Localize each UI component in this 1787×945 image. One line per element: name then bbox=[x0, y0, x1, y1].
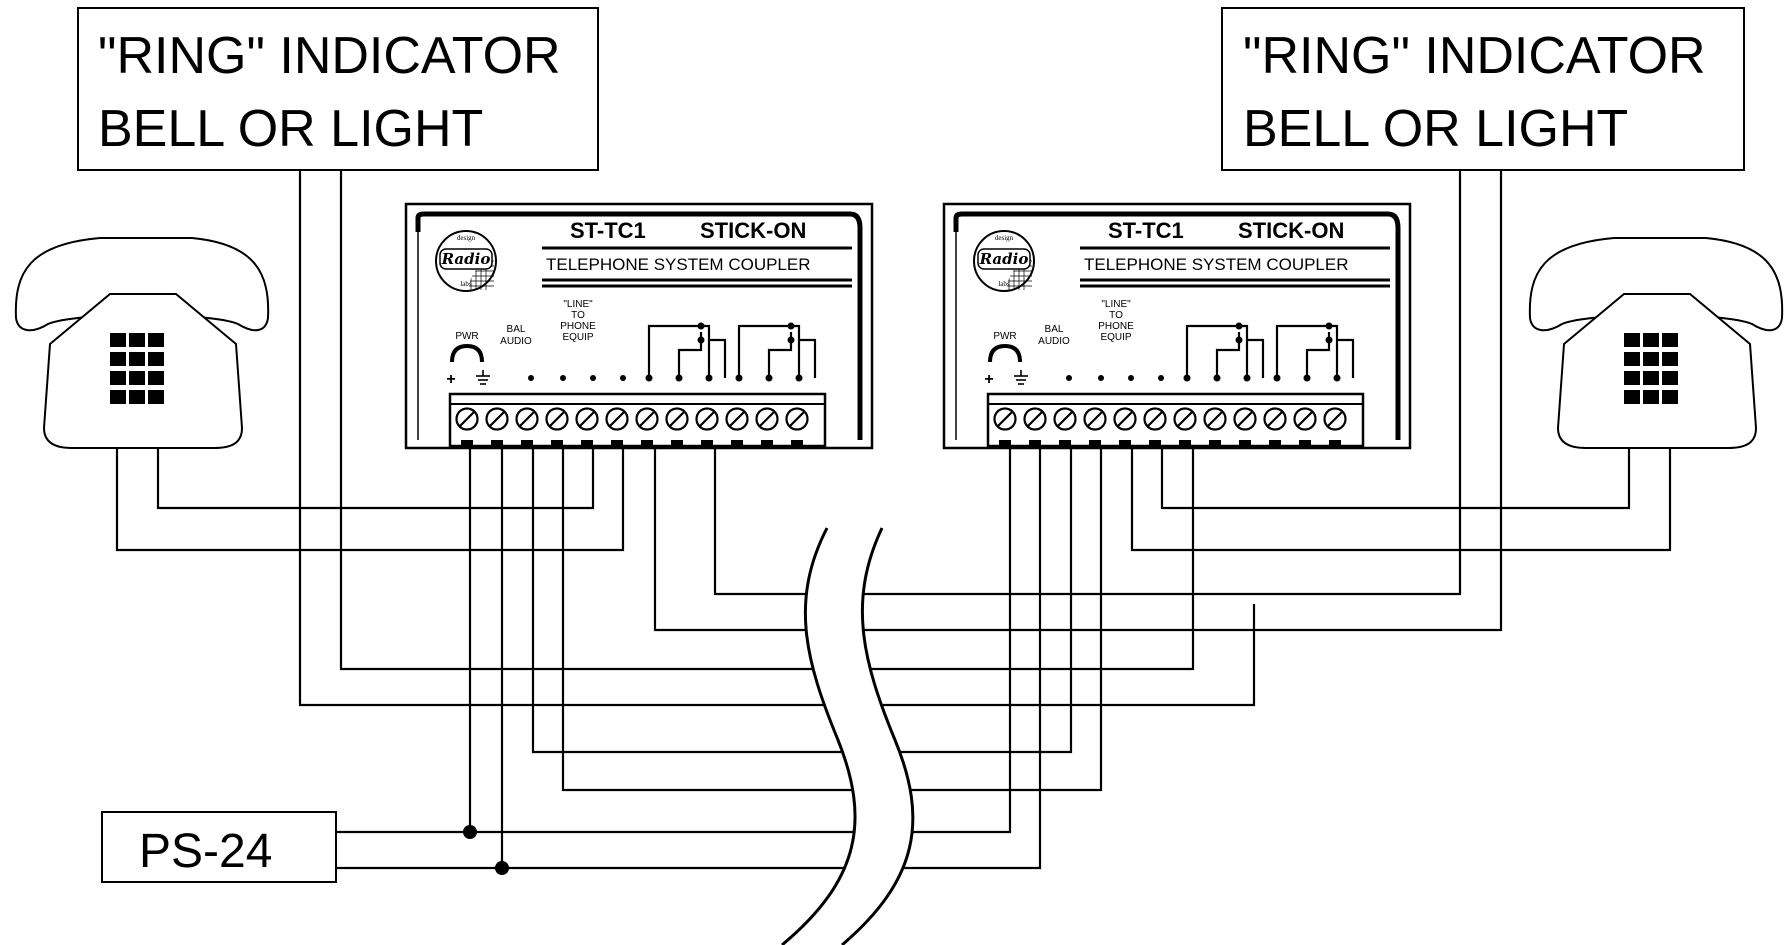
wire-left-phone-a bbox=[156, 432, 595, 510]
terminal-dot bbox=[620, 375, 626, 381]
terminal-dot bbox=[1128, 375, 1134, 381]
bal-audio-label: AUDIO bbox=[500, 336, 532, 347]
logo-bottom: labs bbox=[998, 280, 1010, 288]
ring-indicator-line2: BELL OR LIGHT bbox=[98, 100, 483, 158]
terminal-screw bbox=[575, 407, 599, 446]
coupler-right: Radio design labs ST-TC1 STICK-ON TELEPH… bbox=[942, 202, 1412, 450]
line-label: "LINE" bbox=[563, 299, 593, 310]
terminal-screw bbox=[755, 407, 779, 446]
terminal-screw bbox=[1113, 407, 1137, 446]
terminal-dot bbox=[528, 375, 534, 381]
wire-left-phone-b bbox=[115, 432, 625, 552]
terminal-screw bbox=[635, 407, 659, 446]
terminal-screw bbox=[1203, 407, 1227, 446]
ring-indicator-line2: BELL OR LIGHT bbox=[1243, 100, 1628, 158]
telephone-icon bbox=[1528, 237, 1784, 449]
line-label: TO bbox=[1109, 310, 1123, 321]
terminal-dot bbox=[560, 375, 566, 381]
ring-indicator-line1: "RING" INDICATOR bbox=[1243, 27, 1706, 85]
ring-indicator-box-right: "RING" INDICATOR BELL OR LIGHT bbox=[1221, 7, 1745, 171]
terminal-screw bbox=[605, 407, 629, 446]
power-supply-box: PS-24 bbox=[101, 811, 337, 883]
junction-dot bbox=[463, 825, 477, 839]
terminal-screw bbox=[695, 407, 719, 446]
radio-design-labs-logo: Radio design labs bbox=[435, 230, 497, 292]
telephone-icon bbox=[14, 237, 270, 449]
terminal-screw bbox=[1173, 407, 1197, 446]
logo-bottom: labs bbox=[460, 280, 472, 288]
power-supply-label: PS-24 bbox=[139, 825, 272, 878]
radio-design-labs-logo: Radio design labs bbox=[973, 230, 1035, 292]
ground-symbol-icon bbox=[1014, 370, 1028, 385]
logo-top: design bbox=[995, 234, 1014, 242]
ring-indicator-line1: "RING" INDICATOR bbox=[98, 27, 561, 85]
terminal-screw bbox=[785, 407, 809, 446]
coupler-model: ST-TC1 bbox=[1108, 218, 1184, 243]
wire-bal-audio-a bbox=[531, 446, 1073, 754]
coupler-description: TELEPHONE SYSTEM COUPLER bbox=[546, 255, 811, 274]
terminal-screw bbox=[455, 407, 479, 446]
terminal-screw bbox=[665, 407, 689, 446]
terminal-dot bbox=[1098, 375, 1104, 381]
break-line-symbol bbox=[781, 527, 915, 945]
wire-right-indicator-a bbox=[713, 170, 1462, 596]
plus-label: + bbox=[984, 371, 993, 388]
line-label: "LINE" bbox=[1101, 299, 1131, 310]
wire-right-phone-b bbox=[1130, 432, 1672, 552]
bal-audio-label: AUDIO bbox=[1038, 336, 1070, 347]
wire-right-indicator-b bbox=[653, 170, 1503, 632]
line-label: PHONE bbox=[560, 321, 596, 332]
terminal-screw bbox=[1293, 407, 1317, 446]
line-label: EQUIP bbox=[562, 332, 593, 343]
wire-left-indicator-a bbox=[298, 170, 1256, 707]
wires bbox=[115, 170, 1672, 875]
plus-label: + bbox=[446, 371, 455, 388]
terminal-screw bbox=[515, 407, 539, 446]
terminal-screw bbox=[1143, 407, 1167, 446]
bal-audio-label: BAL bbox=[507, 324, 526, 335]
ground-symbol-icon bbox=[476, 370, 490, 385]
pwr-label: PWR bbox=[455, 331, 478, 342]
line-label: TO bbox=[571, 310, 585, 321]
terminal-dot bbox=[1066, 375, 1072, 381]
coupler-series: STICK-ON bbox=[1238, 218, 1344, 243]
terminal-dot bbox=[1158, 375, 1164, 381]
terminal-screw bbox=[1053, 407, 1077, 446]
line-label: PHONE bbox=[1098, 321, 1134, 332]
terminal-screw bbox=[993, 407, 1017, 446]
pwr-label: PWR bbox=[993, 331, 1016, 342]
coupler-model: ST-TC1 bbox=[570, 218, 646, 243]
wire-power-plus bbox=[336, 446, 1012, 834]
terminal-screw bbox=[725, 407, 749, 446]
terminal-screw bbox=[1323, 407, 1347, 446]
terminal-screw bbox=[1083, 407, 1107, 446]
logo-text: Radio bbox=[979, 250, 1029, 268]
line-label: EQUIP bbox=[1100, 332, 1131, 343]
terminal-screw bbox=[545, 407, 569, 446]
wire-power-ground bbox=[336, 446, 1042, 870]
wire-left-indicator-b bbox=[339, 170, 1195, 671]
coupler-left: Radio design labs ST-TC1 STICK-ON TELEPH… bbox=[404, 202, 874, 450]
logo-top: design bbox=[457, 234, 476, 242]
terminal-dot bbox=[590, 375, 596, 381]
junction-dot bbox=[495, 861, 509, 875]
terminal-screw bbox=[1023, 407, 1047, 446]
wire-right-phone-a bbox=[1160, 432, 1631, 510]
wire-bal-audio-b bbox=[561, 446, 1103, 792]
coupler-description: TELEPHONE SYSTEM COUPLER bbox=[1084, 255, 1349, 274]
terminal-screw bbox=[1233, 407, 1257, 446]
logo-text: Radio bbox=[441, 250, 491, 268]
bal-audio-label: BAL bbox=[1045, 324, 1064, 335]
ring-indicator-box-left: "RING" INDICATOR BELL OR LIGHT bbox=[77, 7, 599, 171]
terminal-screw bbox=[1263, 407, 1287, 446]
coupler-series: STICK-ON bbox=[700, 218, 806, 243]
terminal-screw bbox=[485, 407, 509, 446]
